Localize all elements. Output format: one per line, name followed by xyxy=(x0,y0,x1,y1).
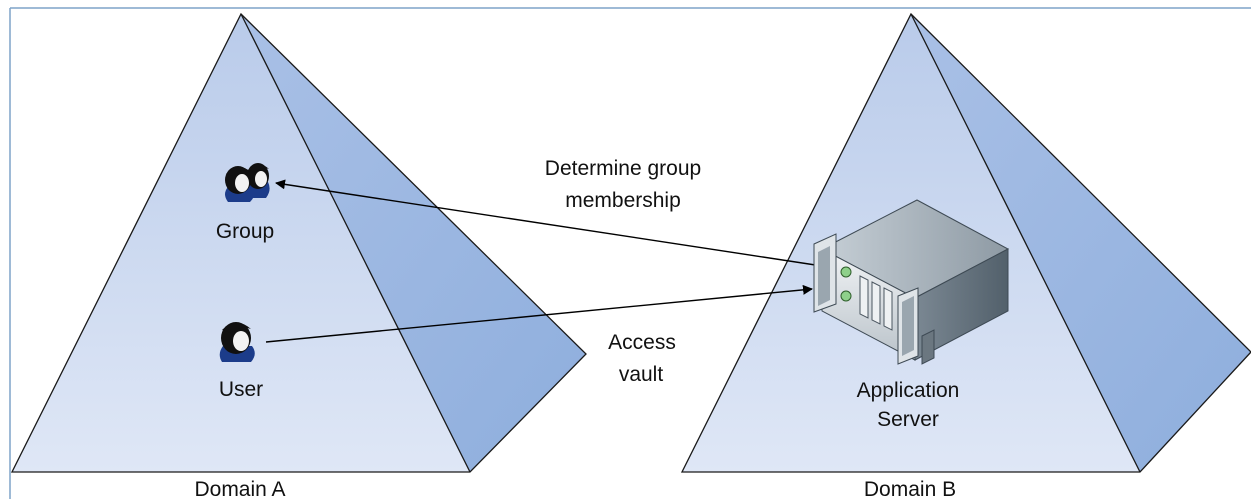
group-users-icon xyxy=(225,163,270,202)
domain-a-label: Domain A xyxy=(194,478,285,499)
user-label: User xyxy=(219,378,263,401)
edge-label-access-line2: vault xyxy=(619,363,664,386)
domain-a-pyramid-face-dark xyxy=(241,14,586,472)
domain-b-label: Domain B xyxy=(864,478,956,499)
edge-label-determine-line2: membership xyxy=(565,189,681,212)
domain-a-pyramid-face-light xyxy=(12,14,470,472)
domain-b-pyramid-ridge xyxy=(910,13,1141,473)
user-icon xyxy=(219,322,255,362)
server-icon xyxy=(813,199,1010,365)
domain-a-pyramid-ridge xyxy=(240,13,471,473)
server-label-line1: Application xyxy=(857,379,960,402)
group-label: Group xyxy=(216,220,274,243)
edge-label-determine-line1: Determine group xyxy=(545,157,701,180)
arrow-determine-group-membership xyxy=(275,179,823,267)
arrow-access-vault xyxy=(265,284,813,343)
edge-label-access-line1: Access xyxy=(608,331,676,354)
domain-a-pyramid xyxy=(10,12,587,473)
domain-b-pyramid-face-dark xyxy=(911,14,1251,472)
server-label-line2: Server xyxy=(877,408,939,431)
